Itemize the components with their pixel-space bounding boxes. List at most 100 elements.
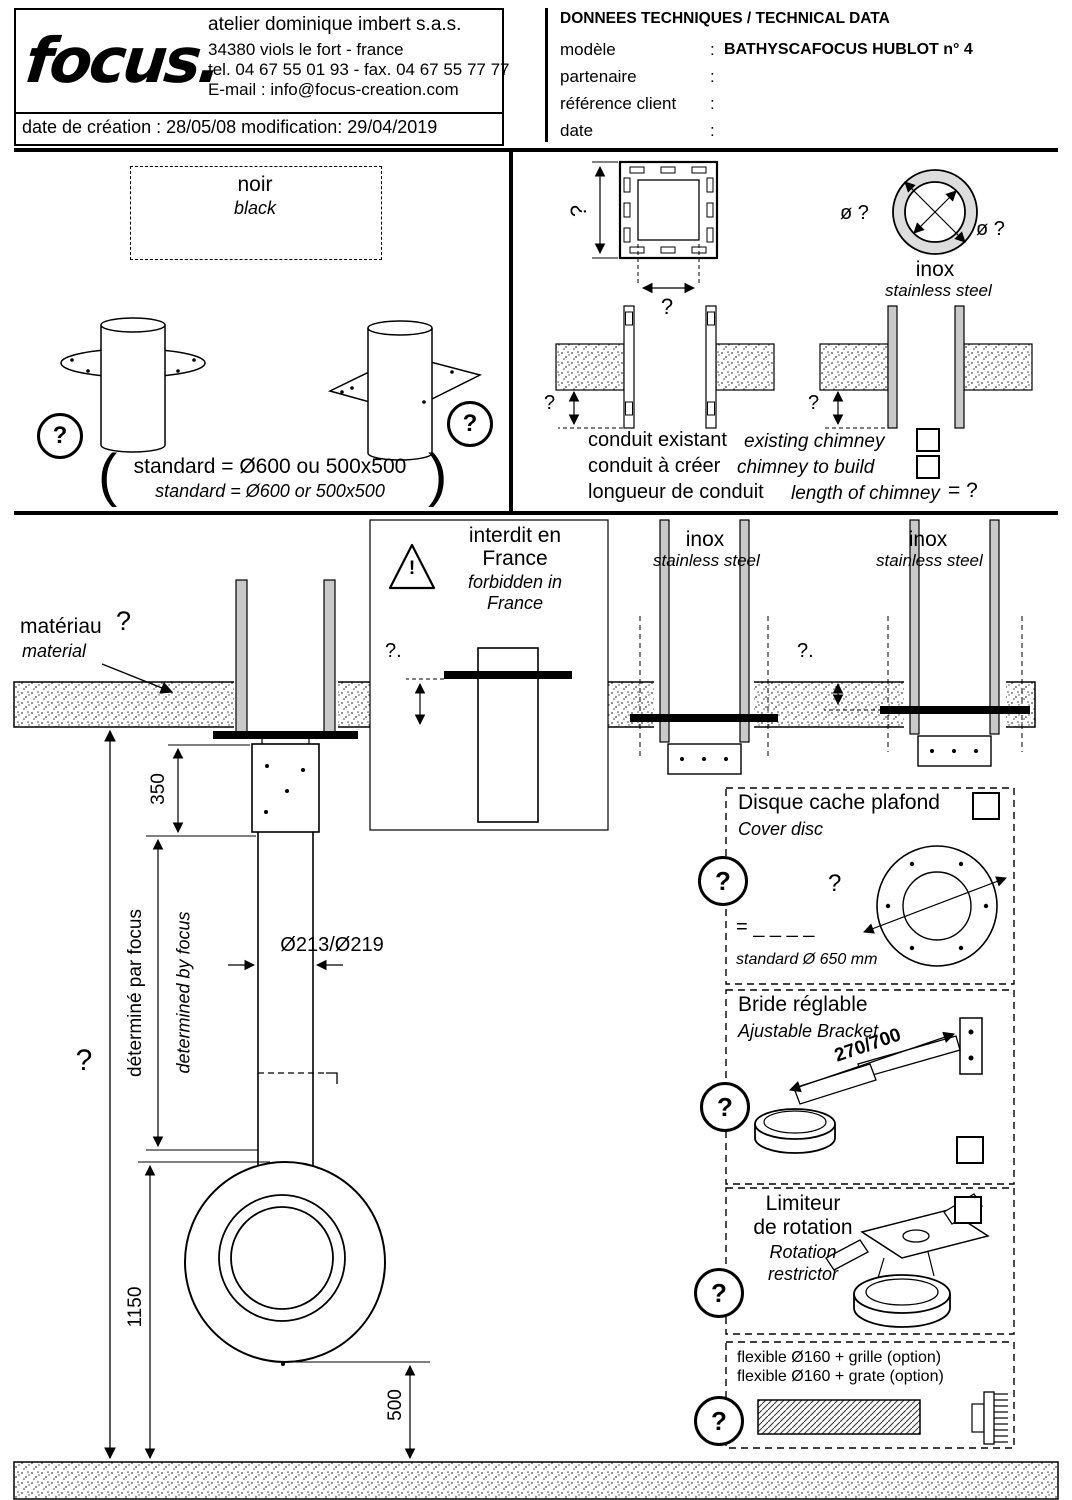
question-circle-cover-disc: ? [698,856,748,906]
creation-date-box [14,112,504,146]
materiau-label: matériau [20,615,102,638]
interdit-fr-line2: France [482,547,548,570]
header-divider-line [545,8,548,142]
model-label: modèle [560,40,616,59]
stainless-label-right: stainless steel [876,551,983,570]
flange-width-dim: ? [660,294,674,319]
chimney-to-build-checkbox [916,455,940,479]
bracket-checkbox [956,1136,984,1164]
inox-label-top: inox [915,258,955,281]
section-line-vertical [509,148,513,514]
stainless-label-left: stainless steel [653,551,760,570]
model-colon: : [710,40,715,59]
inox-label-right: inox [908,528,948,551]
date-colon: : [710,121,715,140]
color-black-label: black [233,198,277,218]
section-line-top [14,148,1058,152]
cover-disc-title-fr: Disque cache plafond [738,791,940,814]
chimney-to-build-en: chimney to build [737,457,875,478]
focus-logo: focus. [22,24,223,97]
inox-label-left: inox [685,528,725,551]
client-ref-label: référence client [560,94,677,113]
restrictor-title-fr2: de rotation [753,1216,853,1239]
creation-date-line: date de création : 28/05/08 modification… [22,117,438,137]
forbidden-box-drawing [369,519,609,831]
chimney-length-en: length of chimney [791,483,940,504]
cover-disc-title-en: Cover disc [738,819,824,839]
forbidden-en-line1: forbidden in [467,572,563,592]
flexible-line-fr: flexible Ø160 + grille (option) [737,1349,942,1366]
company-name: atelier dominique imbert s.a.s. [208,14,462,35]
cover-disc-drawing [862,845,1008,967]
model-value: BATHYSCAFOCUS HUBLOT n° 4 [724,41,973,58]
chimney-length-value: = ? [948,479,978,502]
logo-box [14,8,504,114]
standard-size-en: standard = Ø600 or 500x500 [155,481,385,501]
bracket-title-fr: Bride réglable [738,993,868,1016]
chimney-cap-round-drawing [60,317,206,453]
restrictor-title-en2: restrictor [767,1264,838,1284]
dim-1150: 1150 [125,1286,146,1328]
diameter-dim-left: ø ? [840,202,869,224]
existing-chimney-checkbox [916,428,940,452]
section-line-middle [14,511,1058,515]
wall-dim-right: ? [808,392,820,414]
cover-disc-dim-question: ? [828,870,842,897]
inox-flue-left-drawing [630,519,778,775]
floor-band [13,1461,1059,1500]
partner-colon: : [710,67,715,86]
cover-disc-standard: standard Ø 650 mm [736,951,878,968]
chimney-length-fr: longueur de conduit [588,481,764,503]
restrictor-checkbox [954,1196,982,1224]
inox-flue-right-drawing [824,519,1030,767]
wall-round-pipe-drawing [819,305,1033,429]
ceiling-dim-center: ?. [385,640,402,662]
dim-pipe-diameter: Ø213/Ø219 [280,934,384,956]
forbidden-en-line2: France [486,593,544,613]
interdit-fr-line1: interdit en [468,524,562,547]
restrictor-title-en1: Rotation [769,1242,837,1262]
question-circle-round-cap: ? [37,413,83,459]
question-circle-restrictor: ? [694,1268,744,1318]
wall-square-conduit-drawing [555,305,775,429]
paren-open: ( [98,443,118,508]
standard-size-fr: standard = Ø600 ou 500x500 [133,455,407,478]
flexible-duct-drawing [757,1391,1008,1445]
square-flange-drawing [592,160,719,294]
adjustable-bracket-drawing [754,1017,983,1154]
cover-disc-equals-blank: = _ _ _ _ [736,916,815,938]
client-ref-colon: : [710,94,715,113]
chimney-cap-square-drawing [327,320,483,461]
diameter-dim-right: ø ? [976,218,1005,240]
ceiling-dim-right: ?. [797,640,814,662]
flange-height-dim: ? [566,204,591,218]
partner-label: partenaire [560,67,637,86]
dim-350: 350 [148,773,169,805]
flexible-line-en: flexible Ø160 + grate (option) [737,1368,944,1385]
company-address: 34380 viols le fort - france [208,40,404,59]
material-label: material [22,641,87,661]
color-option-box [130,166,382,260]
determined-by-focus-fr: déterminé par focus [125,909,146,1077]
warning-icon: ! [408,558,416,579]
existing-chimney-en: existing chimney [744,431,885,452]
date-label: date [560,121,594,140]
fireplace-dimension-lines [101,663,430,1460]
question-circle-square-cap: ? [447,401,493,447]
bracket-title-en: Ajustable Bracket [738,1021,879,1041]
color-noir-label: noir [237,173,273,196]
chimney-to-build-fr: conduit à créer [588,455,721,477]
company-email: E-mail : info@focus-creation.com [208,80,459,99]
company-phone: tel. 04 67 55 01 93 - fax. 04 67 55 77 7… [208,60,510,79]
materiau-question: ? [116,606,132,636]
question-circle-bracket: ? [700,1082,750,1132]
round-pipe-top-view-drawing [892,169,978,255]
technical-data-title: DONNEES TECHNIQUES / TECHNICAL DATA [560,10,890,27]
existing-chimney-fr: conduit existant [588,429,727,451]
cover-disc-checkbox [972,792,1000,820]
paren-close: ) [428,443,448,508]
fireplace-drawing [184,579,386,1366]
restrictor-title-fr1: Limiteur [765,1192,841,1215]
